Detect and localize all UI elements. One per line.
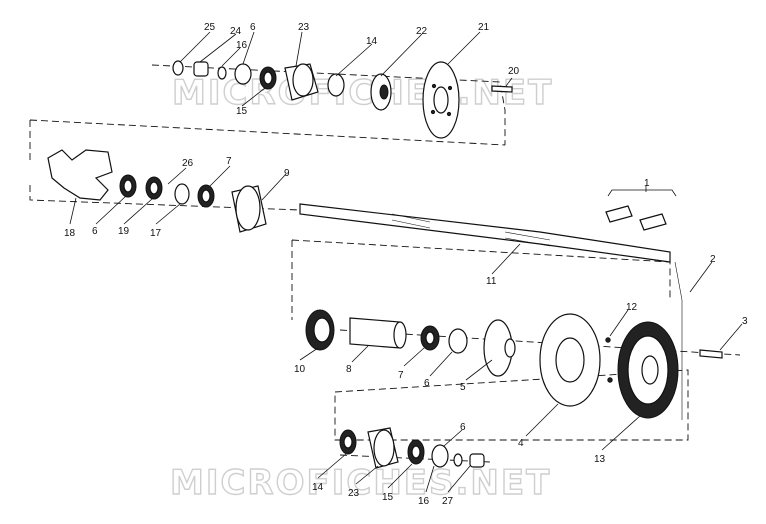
callouts-bottom: 14 23 15 16 6 27 <box>312 422 466 507</box>
callout-23-bottom: 23 <box>348 488 360 499</box>
callout-6-mid: 6 <box>92 226 98 237</box>
chain-link-1b <box>639 213 667 231</box>
callout-6-top: 6 <box>250 22 256 33</box>
callout-25: 25 <box>204 22 216 33</box>
snap-ring-25 <box>172 60 184 76</box>
callout-23-top: 23 <box>298 22 310 33</box>
lower-row-parts <box>305 309 723 419</box>
spacer-17 <box>174 183 190 205</box>
callout-26: 26 <box>182 158 194 169</box>
callout-21: 21 <box>478 22 490 33</box>
bearing-6-bottom <box>431 444 449 468</box>
bearing-14-top <box>327 73 345 97</box>
sleeve-8 <box>349 317 401 349</box>
bottom-centerline <box>339 454 491 463</box>
callout-13: 13 <box>594 454 606 465</box>
damper-18 <box>47 149 113 201</box>
callout-16-top: 16 <box>236 40 248 51</box>
callout-2: 2 <box>710 254 716 265</box>
watermark-top: MICROFICHES.NET <box>172 73 553 113</box>
callout-9: 9 <box>284 168 290 179</box>
callout-1: 1 <box>644 178 650 189</box>
bolt-20 <box>491 85 513 93</box>
chain-2 <box>674 261 683 420</box>
bearing-6-top <box>234 63 252 85</box>
callout-22: 22 <box>416 26 428 37</box>
bracket-1 <box>607 189 677 197</box>
nut-27 <box>469 453 485 468</box>
callouts-middle: 18 6 19 26 17 7 9 1 11 2 3 <box>64 156 748 327</box>
bottom-row-parts <box>339 427 485 469</box>
callout-3: 3 <box>742 316 748 327</box>
upper-assembly-box <box>29 119 506 211</box>
top-row-parts <box>172 60 513 139</box>
callout-5: 5 <box>460 382 466 393</box>
callout-15-top: 15 <box>236 106 248 117</box>
callout-20: 20 <box>508 66 520 77</box>
callout-12: 12 <box>626 302 638 313</box>
bushing-24 <box>193 61 209 77</box>
stud-12b <box>607 377 613 383</box>
callout-17: 17 <box>150 228 162 239</box>
callout-14-top: 14 <box>366 36 378 47</box>
callout-8: 8 <box>346 364 352 375</box>
callout-24: 24 <box>230 26 242 37</box>
callout-16-bottom: 16 <box>418 496 430 507</box>
leader-lines <box>69 31 743 493</box>
bolt-3 <box>699 349 723 359</box>
callout-6-lower: 6 <box>424 378 430 389</box>
o-ring-16-bottom <box>453 453 463 467</box>
callout-15-bottom: 15 <box>382 492 394 503</box>
callout-7-lower: 7 <box>398 370 404 381</box>
callout-27: 27 <box>442 496 454 507</box>
middle-row-parts <box>47 149 683 420</box>
callout-11: 11 <box>486 276 497 287</box>
bearing-6-lower <box>448 328 468 354</box>
callout-19: 19 <box>118 226 130 237</box>
stud-12a <box>605 337 611 343</box>
callout-18: 18 <box>64 228 76 239</box>
callout-6-bottom: 6 <box>460 422 466 433</box>
callout-10: 10 <box>294 364 306 375</box>
chain-link-1a <box>605 205 633 223</box>
callout-7-mid: 7 <box>226 156 232 167</box>
callouts-lower: 10 8 7 6 5 12 4 13 <box>294 302 638 465</box>
callout-14-bottom: 14 <box>312 482 324 493</box>
callout-4: 4 <box>518 438 524 449</box>
o-ring-16 <box>217 66 227 80</box>
watermark-bottom: MICROFICHES.NET <box>170 463 551 503</box>
shaft-11 <box>299 203 671 263</box>
callouts-top: 25 24 16 6 23 14 22 21 20 15 <box>204 22 520 117</box>
